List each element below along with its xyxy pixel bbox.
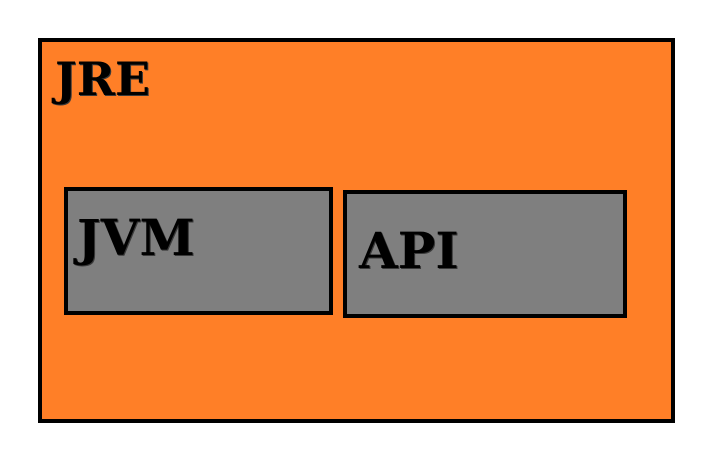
- api-label: API: [359, 221, 459, 280]
- jre-label: JRE: [55, 52, 151, 106]
- jvm-label: JVM: [77, 208, 195, 267]
- api-box: API: [343, 190, 627, 318]
- jvm-box: JVM: [64, 187, 333, 315]
